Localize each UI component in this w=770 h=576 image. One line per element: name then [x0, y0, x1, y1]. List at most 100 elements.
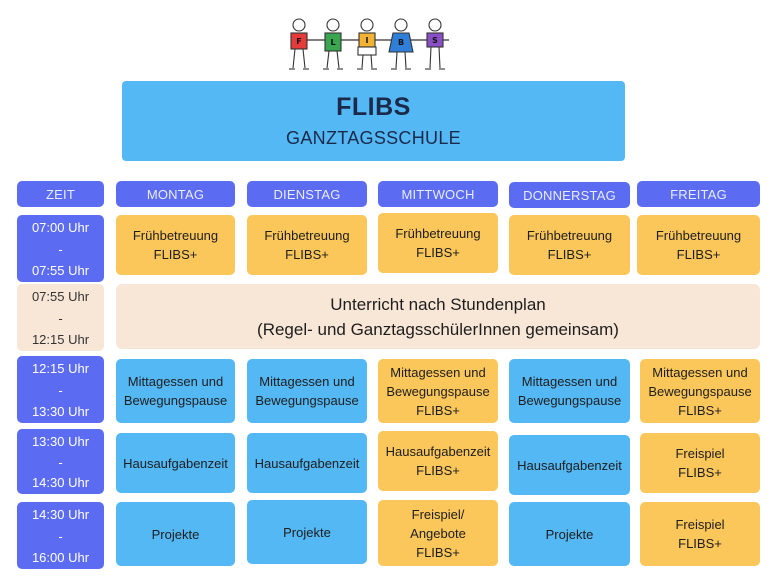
header-montag: MONTAG — [116, 181, 235, 207]
cell-line: Mittagessen und — [127, 374, 224, 389]
time-separator: - — [58, 528, 63, 544]
cell-line: FLIBS+ — [285, 247, 329, 262]
page-subtitle: GANZTAGSSCHULE — [286, 128, 461, 148]
child-figure-3 — [357, 18, 377, 70]
time-separator: - — [58, 454, 63, 470]
cell-line: Hausaufgabenzeit — [254, 455, 360, 471]
title-banner: FLIBS GANZTAGSSCHULE — [122, 81, 625, 161]
cell-line: Freispiel — [675, 446, 725, 461]
cell-line: Frühbetreuung — [132, 228, 219, 243]
time-separator: - — [58, 241, 63, 257]
cell-tuesday-hausaufgabenzeit: Hausaufgabenzeit — [247, 433, 367, 493]
cell-line: Mittagessen und — [521, 374, 618, 389]
cell-line: Bewegungspause — [123, 393, 228, 408]
time-slot-2: 07:55 Uhr - 12:15 Uhr — [17, 284, 104, 351]
child-figure-4 — [388, 18, 414, 70]
cell-line: Frühbetreuung — [526, 228, 613, 243]
cell-line: Freispiel — [675, 517, 725, 532]
cell-line: Hausaufgabenzeit — [517, 457, 622, 473]
cell-line: Projekte — [151, 526, 200, 542]
cell-line: Projekte — [545, 526, 594, 542]
time-slot-3: 12:15 Uhr - 13:30 Uhr — [17, 356, 104, 423]
cell-line: Frühbetreuung — [395, 226, 481, 241]
time-from: 12:15 Uhr — [31, 361, 90, 376]
cell-monday-projekte: Projekte — [116, 502, 235, 566]
cell-line: FLIBS+ — [676, 247, 721, 262]
header-donnerstag: DONNERSTAG — [509, 182, 630, 208]
cell-line: Bewegungspause — [648, 383, 752, 399]
cell-line: FLIBS+ — [416, 463, 460, 478]
cell-line: FLIBS+ — [678, 536, 722, 551]
unterricht-banner: Unterricht nach Stundenplan (Regel- und … — [116, 284, 760, 349]
cell-line: FLIBS+ — [416, 402, 460, 418]
header-mittwoch: MITTWOCH — [378, 181, 498, 207]
time-to: 13:30 Uhr — [31, 404, 90, 419]
time-to: 16:00 Uhr — [31, 550, 90, 565]
time-separator: - — [58, 310, 63, 326]
cell-tuesday-projekte: Projekte — [247, 500, 367, 564]
logo-letter-b: B — [398, 38, 404, 47]
cell-line: FLIBS+ — [678, 465, 722, 480]
banner-line-2: (Regel- und GanztagsschülerInnen gemeins… — [257, 319, 619, 339]
cell-line: FLIBS+ — [678, 402, 722, 418]
child-figure-2 — [323, 18, 343, 70]
time-from: 14:30 Uhr — [31, 507, 90, 522]
time-separator: - — [58, 382, 63, 398]
child-figure-5 — [425, 18, 445, 70]
cell-line: FLIBS+ — [416, 245, 460, 260]
time-to: 12:15 Uhr — [31, 332, 90, 347]
time-from: 13:30 Uhr — [31, 434, 90, 449]
logo-letter-f: F — [296, 37, 301, 46]
cell-line: Frühbetreuung — [655, 228, 742, 243]
banner-line-1: Unterricht nach Stundenplan — [330, 294, 546, 314]
logo-letter-i: I — [366, 36, 369, 45]
cell-line: Projekte — [283, 524, 331, 540]
cell-line: Hausaufgabenzeit — [123, 455, 228, 471]
cell-line: Mittagessen und — [259, 374, 355, 389]
time-to: 07:55 Uhr — [31, 263, 90, 278]
page-title: FLIBS — [336, 93, 411, 121]
cell-line: Mittagessen und — [652, 364, 748, 380]
child-figure-1 — [289, 18, 309, 70]
time-slot-1: 07:00 Uhr - 07:55 Uhr — [17, 215, 104, 282]
cell-line: Bewegungspause — [255, 393, 359, 408]
cell-line: Bewegungspause — [517, 393, 622, 408]
cell-line: Frühbetreuung — [264, 228, 350, 243]
header-zeit: ZEIT — [17, 181, 104, 207]
cell-line: FLIBS+ — [416, 544, 460, 560]
flibs-logo: F L I B S — [289, 18, 449, 70]
cell-line: FLIBS+ — [153, 247, 198, 262]
logo-letter-s: S — [432, 36, 438, 45]
time-slot-5: 14:30 Uhr - 16:00 Uhr — [17, 502, 104, 569]
cell-thursday-hausaufgabenzeit: Hausaufgabenzeit — [509, 435, 630, 495]
time-from: 07:55 Uhr — [31, 289, 90, 304]
time-slot-4: 13:30 Uhr - 14:30 Uhr — [17, 429, 104, 494]
header-dienstag: DIENSTAG — [247, 181, 367, 207]
cell-line: Mittagessen und — [390, 364, 486, 380]
cell-monday-hausaufgabenzeit: Hausaufgabenzeit — [116, 433, 235, 493]
cell-line: Hausaufgabenzeit — [385, 444, 491, 459]
cell-line: Angebote — [410, 525, 466, 541]
cell-line: FLIBS+ — [547, 247, 592, 262]
cell-line: Bewegungspause — [386, 383, 490, 399]
logo-letter-l: L — [330, 38, 335, 47]
time-from: 07:00 Uhr — [31, 220, 90, 235]
cell-line: Freispiel/ — [411, 506, 465, 522]
time-to: 14:30 Uhr — [31, 475, 90, 490]
cell-thursday-projekte: Projekte — [509, 502, 630, 566]
header-freitag: FREITAG — [637, 181, 760, 207]
